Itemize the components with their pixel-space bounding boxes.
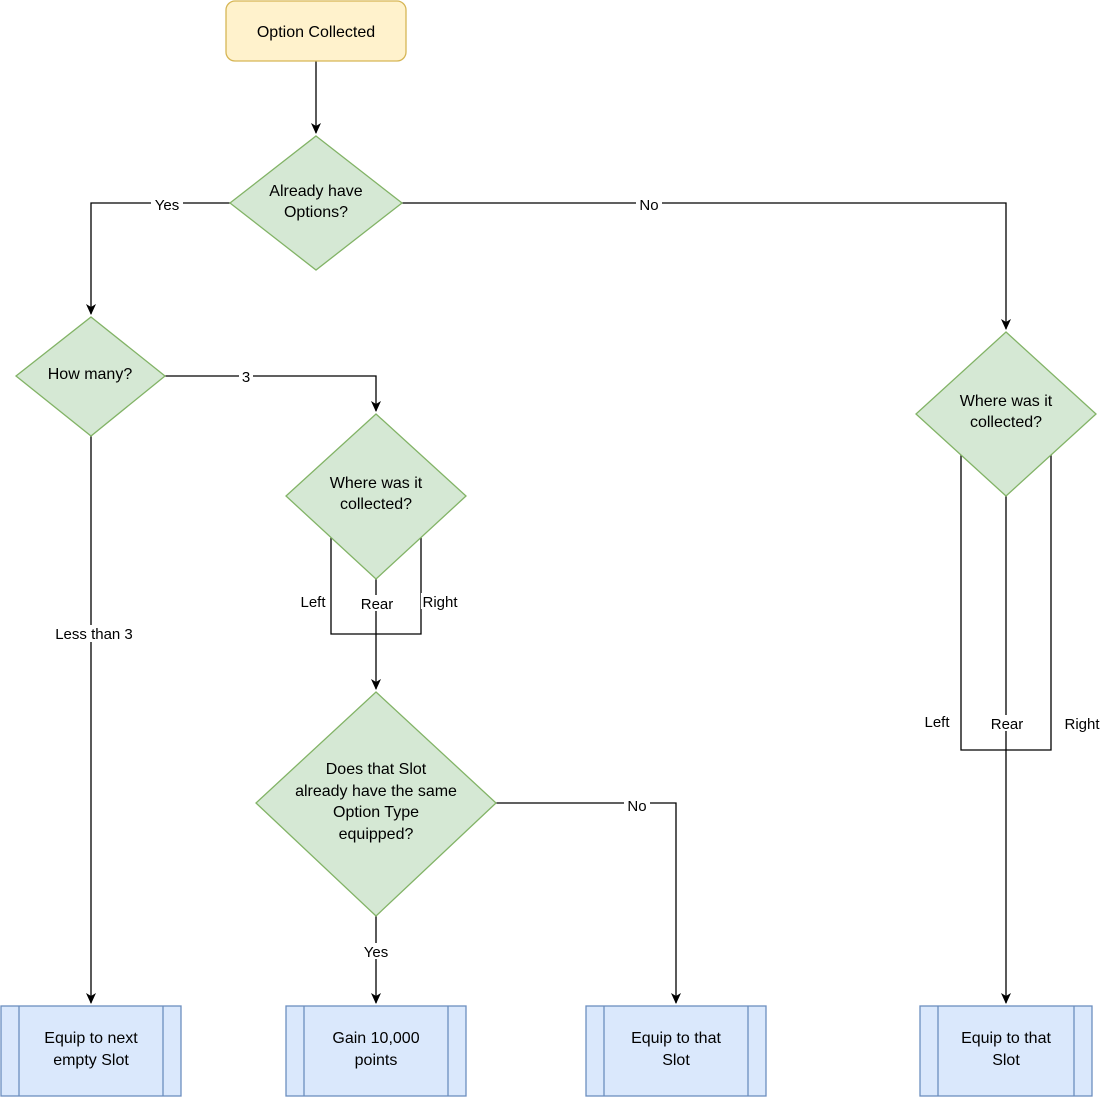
edge-label-bg [48,625,138,642]
start-node: Option Collected [225,0,407,62]
decision-where-collected-middle: Where was it collected? [285,413,467,580]
edge-same-type-no [496,802,681,1004]
process-equip-that-slot-middle: Equip to that Slot [585,1005,767,1097]
edge-how-many-three [165,375,381,412]
process-box [0,1005,182,1097]
decision-label-line: already have the same [295,783,457,800]
decision-same-option-type: Does that Slot already have the same Opt… [255,691,497,917]
edge-label-bg [239,369,253,385]
start-terminator-shape [225,0,407,62]
decision-how-many: How many? [14,316,167,437]
decision-diamond [14,316,167,437]
decision-diamond [228,135,404,271]
edge-label-right: Right [1064,716,1100,733]
process-label-line: empty Slot [53,1052,129,1069]
edge-label-no: No [639,197,658,214]
process-box [285,1005,467,1097]
decision-label-line: Where was it [960,393,1053,410]
edges [86,61,1052,1004]
edge-label-bg [1062,715,1102,731]
edge-already-have-no [402,202,1011,330]
process-equip-next-empty-slot: Equip to next empty Slot [0,1005,182,1097]
edge-label-less-than-3: Less than 3 [55,626,133,643]
decision-diamond [285,413,467,580]
decision-label-line: Does that Slot [326,761,427,778]
edge-label-bg [920,713,954,729]
decision-label-line: collected? [970,414,1042,431]
edge-label-bg [987,715,1027,731]
decision-label-line: Option Type [333,804,419,821]
process-gain-points: Gain 10,000 points [285,1005,467,1097]
decision-diamond [255,691,497,917]
decision-label-line: collected? [340,496,412,513]
edge-labels: Yes No 3 Less than 3 Left Rear Right Lef… [48,196,1102,961]
edge-label-bg [421,593,459,609]
edge-label-yes: Yes [155,197,179,214]
decision-label-line: equipped? [339,826,414,843]
process-label-line: Equip to next [44,1030,138,1047]
edge-label-bg [624,797,650,813]
process-label-line: Gain 10,000 [332,1030,419,1047]
edge-label-bg [360,943,392,959]
decision-label: How many? [48,366,133,383]
process-box [585,1005,767,1097]
edge-label-rear: Rear [361,596,394,613]
edge-label-bg [357,595,397,611]
process-label-line: Slot [662,1052,690,1069]
edge-label-no: No [627,798,646,815]
decision-label-line: Where was it [330,475,423,492]
edge-label-bg [636,196,662,212]
decision-label-line: Options? [284,204,348,221]
edge-label-left: Left [924,714,950,731]
edge-label-bg [296,593,330,609]
edge-label-three: 3 [242,369,250,386]
decision-already-have-options: Already have Options? [228,135,404,271]
process-box [919,1005,1093,1097]
edge-label-right: Right [422,594,458,611]
process-label-line: Equip to that [631,1030,721,1047]
edge-already-have-yes [86,202,230,315]
process-label-line: Equip to that [961,1030,1051,1047]
edge-label-left: Left [300,594,326,611]
process-equip-that-slot-right: Equip to that Slot [919,1005,1093,1097]
decision-diamond [915,331,1097,497]
process-label-line: points [355,1052,398,1069]
edge-label-rear: Rear [991,716,1024,733]
decision-where-collected-right: Where was it collected? [915,331,1097,497]
process-label-line: Slot [992,1052,1020,1069]
decision-label-line: Already have [269,183,362,200]
start-label: Option Collected [257,24,375,41]
edge-label-yes: Yes [364,944,388,961]
edge-label-bg [151,196,183,212]
